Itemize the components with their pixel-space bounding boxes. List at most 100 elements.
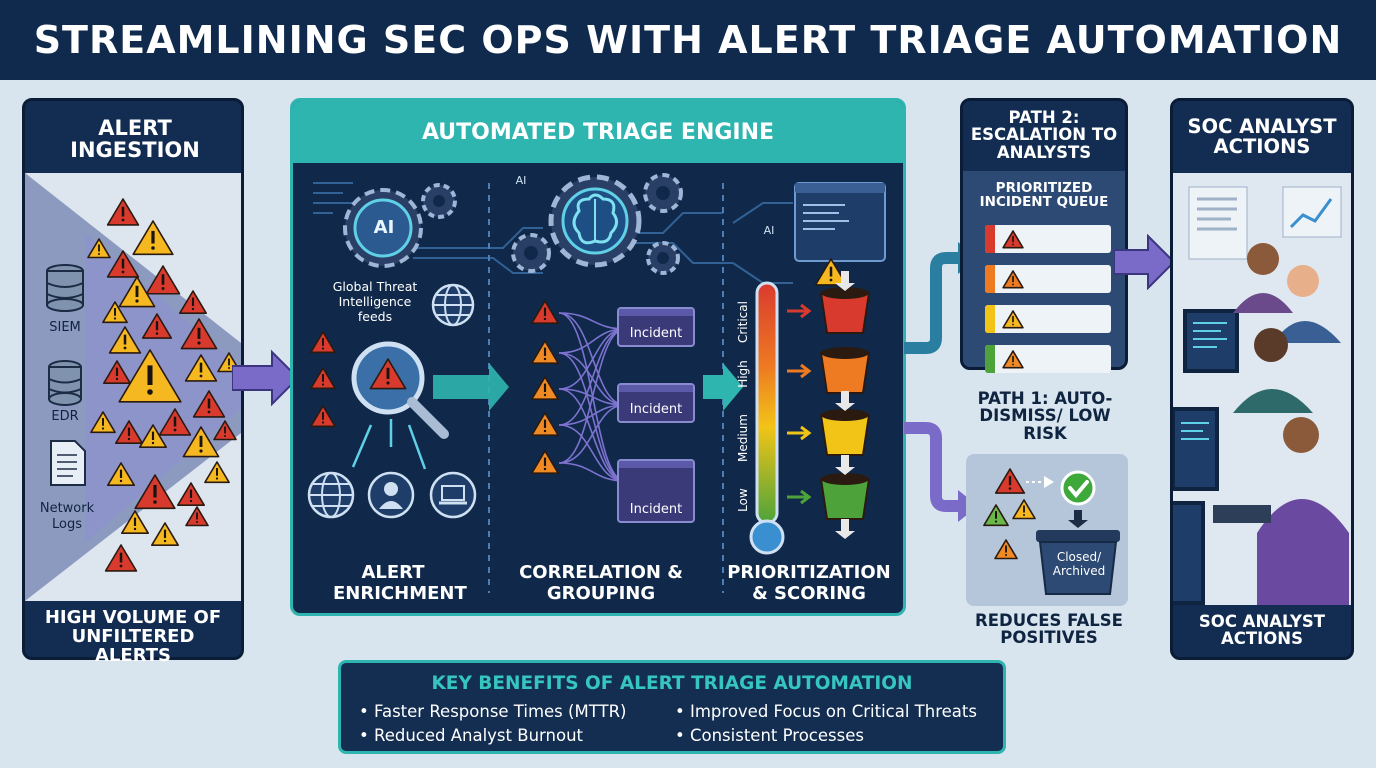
user-icon bbox=[367, 471, 415, 519]
dismissed-alert-icon bbox=[994, 468, 1026, 494]
keyboard-icon bbox=[1213, 505, 1271, 523]
queue-row bbox=[985, 345, 1111, 373]
siem-database-icon bbox=[46, 264, 84, 312]
alert-warning-icon bbox=[179, 290, 207, 314]
level-label-critical: Critical bbox=[736, 301, 750, 343]
queue-row bbox=[985, 265, 1111, 293]
gear-right-icon bbox=[643, 173, 683, 213]
stage-label-prioritization: PRIORITIZATION & SCORING bbox=[727, 562, 891, 604]
queue-warning-icon bbox=[1002, 270, 1024, 289]
alert-warning-icon bbox=[115, 420, 143, 444]
incident-card-2: Incident bbox=[617, 383, 695, 423]
analyst-figure-2 bbox=[1273, 265, 1341, 343]
brain-gear-icon bbox=[548, 174, 642, 268]
ai-gear-label: AI bbox=[373, 217, 395, 238]
path2-escalation-panel: PATH 2: ESCALATION TO ANALYSTS PRIORITIZ… bbox=[960, 98, 1128, 373]
small-gear-icon bbox=[421, 183, 457, 219]
source-label-siem: SIEM bbox=[49, 320, 81, 335]
queue-warning-icon bbox=[1002, 270, 1024, 289]
scoring-dashboard-window bbox=[794, 182, 886, 262]
ai-gear-icon bbox=[343, 188, 423, 268]
alert-warning-icon bbox=[104, 544, 138, 572]
benefit-item-3: • Reduced Analyst Burnout bbox=[359, 726, 583, 745]
alert-warning-icon bbox=[139, 424, 167, 448]
globe-icon-top bbox=[431, 283, 475, 327]
source-label-network-logs: Network Logs bbox=[39, 501, 95, 532]
dismissed-alert-icon bbox=[1012, 499, 1036, 520]
stage-label-enrichment: ALERT ENRICHMENT bbox=[333, 562, 467, 604]
soc-analyst-footer: SOC ANALYST ACTIONS bbox=[1198, 612, 1326, 649]
correlation-lines bbox=[558, 312, 626, 482]
queue-row bbox=[985, 225, 1111, 253]
alert-warning-icon bbox=[108, 326, 142, 354]
arrow-correlation-to-prioritization bbox=[703, 363, 743, 411]
key-benefits-panel: KEY BENEFITS OF ALERT TRIAGE AUTOMATION … bbox=[338, 660, 1006, 754]
bucket-flow-arrows bbox=[835, 271, 855, 539]
score-bucket-icon bbox=[787, 347, 871, 394]
magnified-alert-icon bbox=[369, 358, 407, 390]
risk-thermometer bbox=[749, 281, 785, 555]
path2-queue-label: PRIORITIZED INCIDENT QUEUE bbox=[979, 180, 1109, 211]
enrichment-input-arrows bbox=[351, 419, 427, 470]
enrichment-alert-icon bbox=[310, 367, 336, 390]
enrichment-alert-icon bbox=[310, 331, 336, 354]
analyst-workstations-illustration bbox=[1173, 186, 1349, 605]
dismissed-alert-icon bbox=[983, 504, 1009, 527]
triage-engine-panel: AUTOMATED TRIAGE ENGINE bbox=[290, 98, 906, 616]
alert-ingestion-header: ALERT INGESTION bbox=[70, 116, 200, 163]
path2-header: PATH 2: ESCALATION TO ANALYSTS bbox=[970, 108, 1118, 162]
incident-card-1: Incident bbox=[617, 307, 695, 347]
alert-warning-icon bbox=[121, 510, 149, 534]
alert-warning-icon bbox=[192, 390, 226, 418]
archive-bin-icon bbox=[1036, 530, 1120, 595]
alert-warning-icon bbox=[145, 265, 181, 295]
queue-warning-icon bbox=[1002, 350, 1024, 369]
alert-warning-icon bbox=[184, 354, 218, 382]
page-title: STREAMLINING SEC OPS WITH ALERT TRIAGE A… bbox=[33, 18, 1343, 62]
incident-card-label: Incident bbox=[629, 502, 683, 517]
alert-warning-icon bbox=[185, 506, 209, 527]
edr-database-icon bbox=[48, 360, 82, 406]
key-benefits-header: KEY BENEFITS OF ALERT TRIAGE AUTOMATION bbox=[431, 673, 913, 694]
title-bar: STREAMLINING SEC OPS WITH ALERT TRIAGE A… bbox=[0, 0, 1376, 80]
alert-warning-icon bbox=[118, 276, 156, 308]
benefit-text: Improved Focus on Critical Threats bbox=[689, 702, 977, 721]
soc-analyst-scene bbox=[1173, 173, 1351, 605]
arrow-ingestion-to-engine bbox=[232, 349, 300, 407]
alert-warning-icon bbox=[90, 411, 116, 434]
alert-warning-icon bbox=[118, 349, 182, 403]
ai-small-label-2: AI bbox=[763, 224, 775, 237]
network-logs-document-icon bbox=[50, 440, 86, 486]
priority-color-bar bbox=[985, 305, 995, 333]
incident-card-label: Incident bbox=[629, 402, 683, 417]
arrow-enrichment-to-correlation bbox=[433, 363, 509, 411]
alert-ingestion-canvas: SIEM EDR Network Logs bbox=[25, 173, 241, 601]
path1-dismiss-panel: Closed/ Archived bbox=[966, 454, 1128, 606]
incident-card-3: Incident bbox=[617, 459, 695, 523]
soc-analyst-header: SOC ANALYST ACTIONS bbox=[1187, 115, 1337, 159]
alert-warning-icon bbox=[177, 482, 205, 506]
ai-small-label-1: AI bbox=[515, 174, 527, 187]
priority-color-bar bbox=[985, 225, 995, 253]
stage-label-correlation: CORRELATION & GROUPING bbox=[519, 562, 683, 604]
priority-color-bar bbox=[985, 345, 995, 373]
source-label-edr: EDR bbox=[51, 409, 79, 424]
incident-card-label: Incident bbox=[629, 326, 683, 341]
soc-analyst-panel: SOC ANALYST ACTIONS bbox=[1170, 98, 1354, 660]
check-icon bbox=[1060, 470, 1096, 506]
arrow-path2-to-analysts bbox=[1114, 234, 1176, 290]
alert-warning-icon bbox=[204, 461, 230, 484]
alert-warning-icon bbox=[182, 426, 220, 458]
queue-warning-icon bbox=[1002, 310, 1024, 329]
triage-engine-header-bar: AUTOMATED TRIAGE ENGINE bbox=[293, 101, 903, 163]
alert-warning-icon bbox=[134, 474, 176, 510]
path1-footer: REDUCES FALSE POSITIVES bbox=[975, 611, 1123, 648]
benefit-text: Consistent Processes bbox=[689, 726, 864, 745]
benefit-text: Reduced Analyst Burnout bbox=[373, 726, 583, 745]
analyst-figure-3 bbox=[1233, 328, 1313, 413]
monitor-3 bbox=[1173, 501, 1205, 605]
correlation-alert-icon bbox=[531, 450, 559, 474]
queue-warning-icon bbox=[1002, 350, 1024, 369]
score-bucket-icon bbox=[787, 409, 871, 456]
alert-ingestion-footer: HIGH VOLUME OF UNFILTERED ALERTS bbox=[44, 607, 222, 666]
